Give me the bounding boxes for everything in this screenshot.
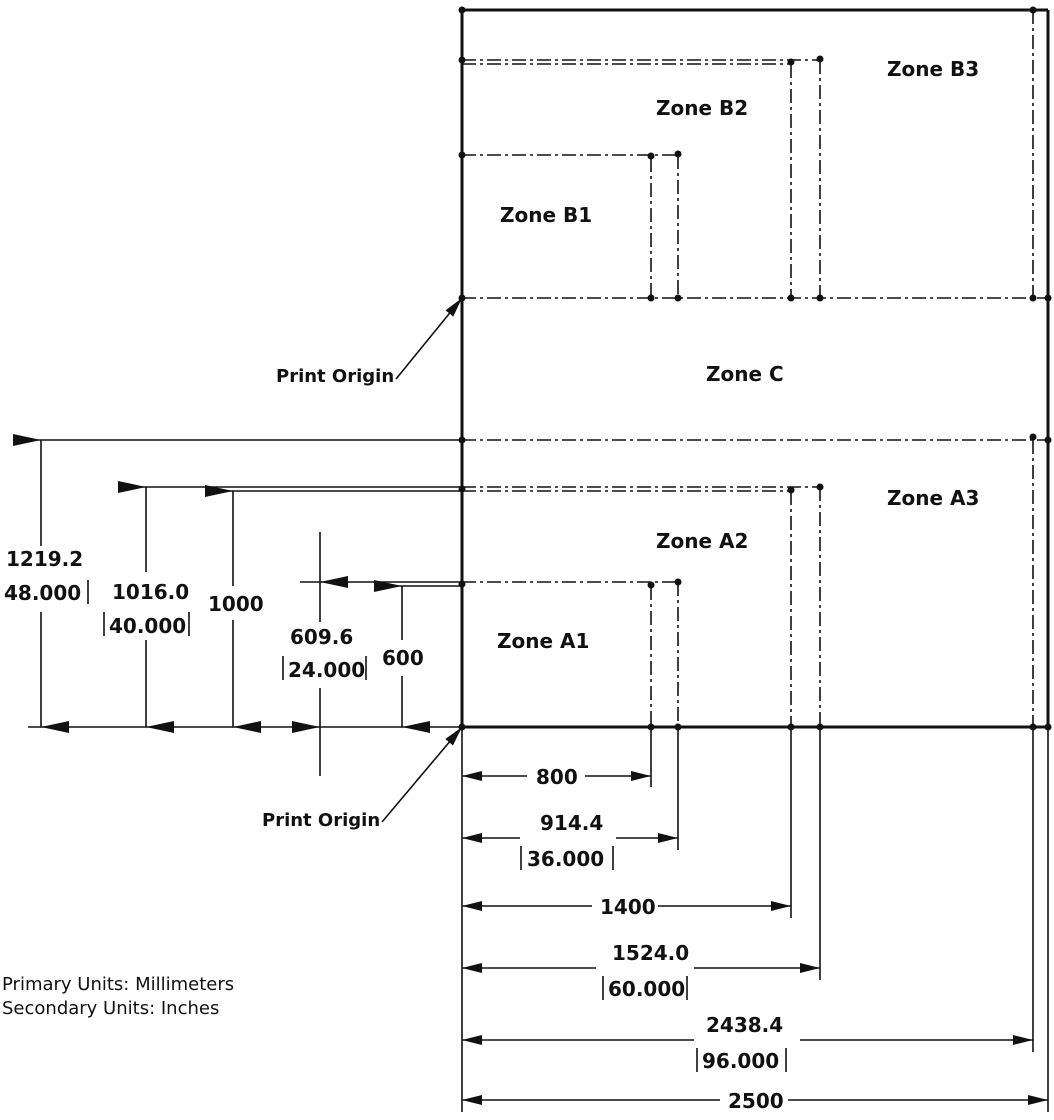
dim-600: 600 (374, 580, 430, 733)
print-origin-lower-label: Print Origin (262, 810, 380, 831)
dim-2438-primary: 2438.4 (706, 1013, 783, 1037)
zone-labels: Zone B3 Zone B2 Zone B1 Zone C Zone A3 Z… (497, 57, 979, 653)
zone-a1-label: Zone A1 (497, 629, 589, 653)
vertical-extension-lines (28, 439, 462, 728)
dim-1219-secondary: 48.000 (4, 581, 81, 605)
zone-b-boundaries (462, 10, 1048, 299)
print-origin-upper: Print Origin (276, 297, 463, 387)
units-primary: Primary Units: Millimeters (2, 974, 234, 995)
dim-1219: 1219.2 48.000 (4, 434, 89, 733)
zone-b2-label: Zone B2 (656, 96, 748, 120)
print-origin-upper-label: Print Origin (276, 366, 394, 387)
dim-2438-secondary: 96.000 (702, 1049, 779, 1073)
dim-2500-primary: 2500 (728, 1089, 784, 1113)
horizontal-extension-lines (461, 727, 1049, 1112)
dim-1524-secondary: 60.000 (608, 977, 685, 1001)
dim-914-primary: 914.4 (540, 811, 603, 835)
units-secondary: Secondary Units: Inches (2, 998, 219, 1019)
dim-1000: 1000 (205, 485, 264, 733)
dim-1524: 1524.0 60.000 (462, 941, 820, 1001)
dim-800: 800 (462, 765, 651, 789)
dim-1524-primary: 1524.0 (612, 941, 689, 965)
dim-609-secondary: 24.000 (288, 658, 365, 682)
print-origin-lower: Print Origin (262, 726, 463, 831)
zone-a-boundaries (462, 439, 1048, 727)
units-note: Primary Units: Millimeters Secondary Uni… (2, 974, 234, 1019)
dim-609-primary: 609.6 (290, 625, 353, 649)
zone-c-label: Zone C (706, 362, 784, 386)
zone-b3-label: Zone B3 (887, 57, 979, 81)
dim-914-secondary: 36.000 (527, 847, 604, 871)
dim-1016-secondary: 40.000 (109, 614, 186, 638)
dim-609: 609.6 24.000 (282, 532, 367, 776)
zone-a3-label: Zone A3 (887, 486, 979, 510)
dim-1219-primary: 1219.2 (6, 547, 83, 571)
zone-b1-label: Zone B1 (500, 203, 592, 227)
dim-1400-primary: 1400 (600, 895, 656, 919)
zone-a2-label: Zone A2 (656, 529, 748, 553)
dim-600-primary: 600 (382, 646, 424, 670)
dim-1400: 1400 (462, 895, 791, 919)
frame (460, 8, 1050, 729)
dim-1000-primary: 1000 (208, 592, 264, 616)
dim-1016: 1016.0 40.000 (103, 481, 190, 733)
dim-1016-primary: 1016.0 (112, 580, 189, 604)
dim-914: 914.4 36.000 (462, 811, 678, 871)
dim-2500: 2500 (462, 1089, 1048, 1113)
dim-2438: 2438.4 96.000 (462, 1013, 1033, 1073)
dim-800-primary: 800 (536, 765, 578, 789)
